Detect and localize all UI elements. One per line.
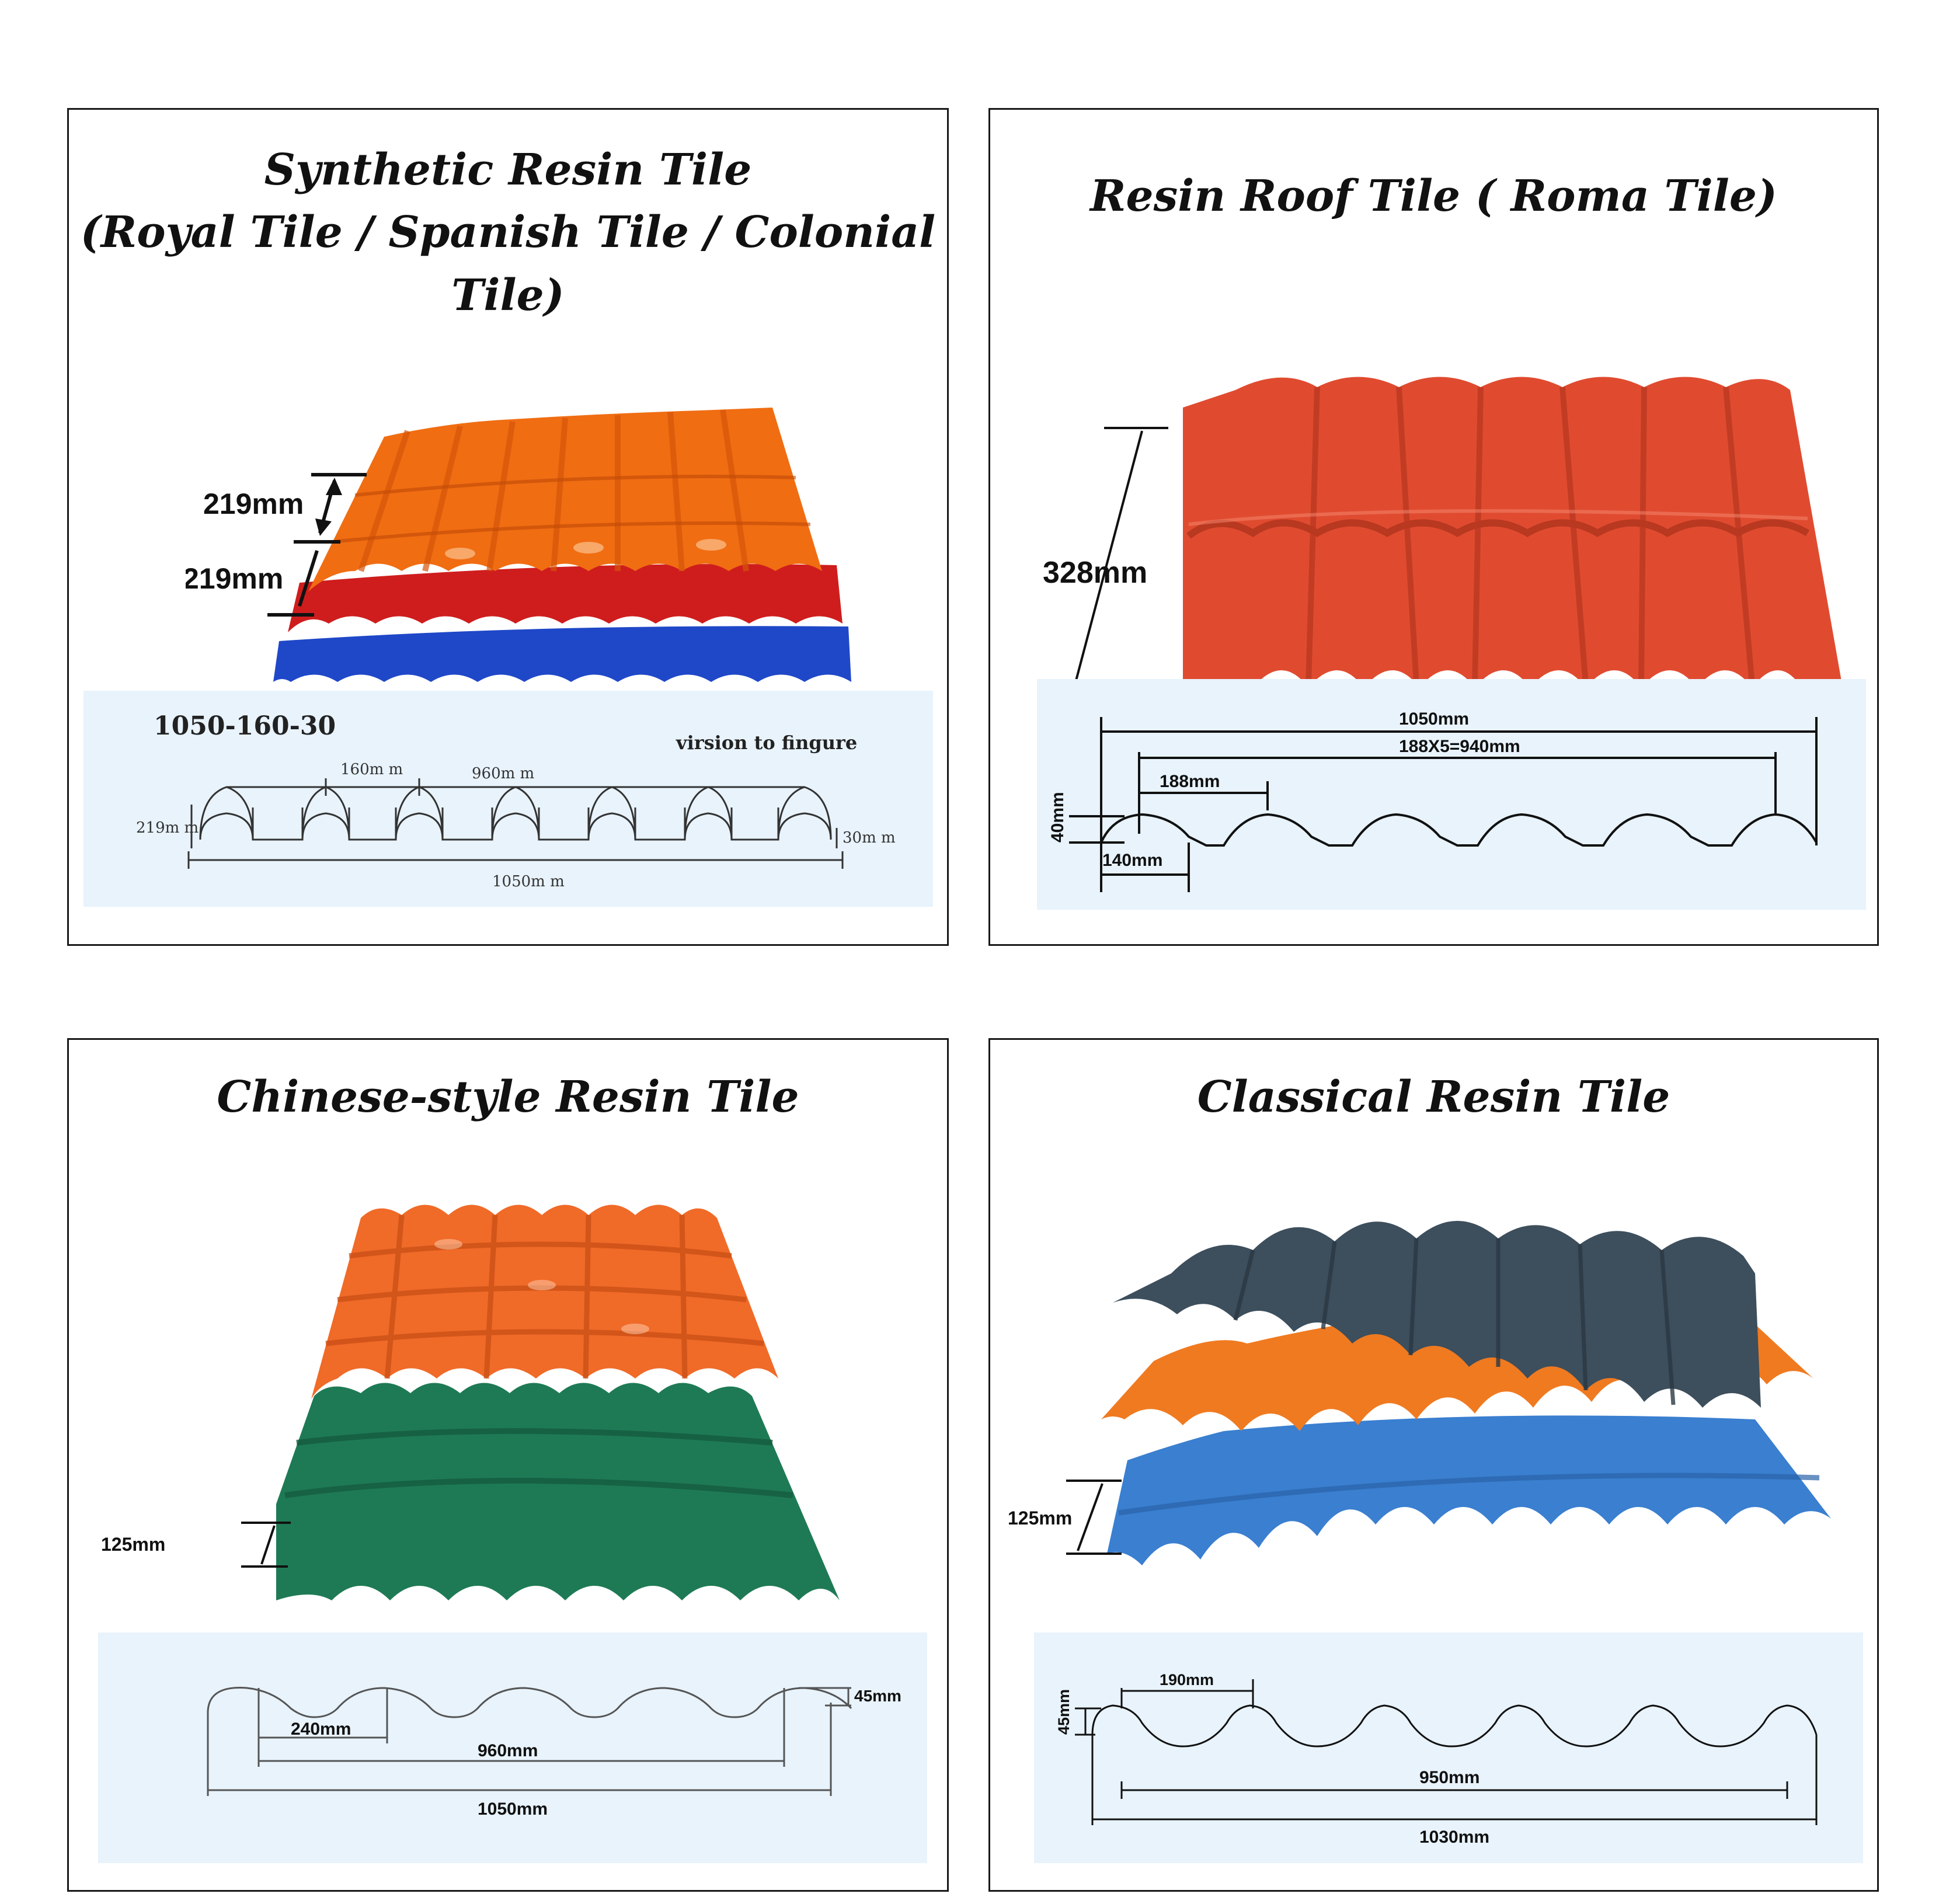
tile-photo: 125mm bbox=[1008, 1221, 1831, 1565]
panel-chinese-style-tile: Chinese-style Resin Tile 12 bbox=[67, 1038, 949, 1892]
panel-synthetic-resin-tile: Synthetic Resin Tile (Royal Tile / Spani… bbox=[67, 108, 949, 946]
model-code: 1050-160-30 bbox=[154, 711, 336, 741]
tile-photo: 328mm bbox=[1043, 377, 1843, 689]
row-height-label-b: 219mm bbox=[186, 562, 283, 595]
pitch-label: 188mm bbox=[1160, 772, 1220, 791]
profile-drawing: 1050-160-30 virsion to fingure bbox=[136, 711, 896, 890]
blue-tile-sheet bbox=[273, 626, 851, 682]
orange-tile-sheet bbox=[311, 1205, 778, 1399]
panel-title: Resin Roof Tile ( Roma Tile) bbox=[1090, 171, 1777, 221]
tile-profile-line bbox=[199, 786, 832, 841]
tile-photo: 125mm bbox=[101, 1205, 840, 1600]
spec-drawing-panel: 1050-160-30 virsion to fingure bbox=[83, 691, 933, 907]
red-roma-sheet bbox=[1183, 377, 1843, 688]
inner-width-label: 960mm bbox=[478, 1741, 538, 1760]
spec-drawing-panel: 1050mm 188X5=940mm 188mm 40mm 140mm bbox=[1037, 679, 1866, 910]
depth-label: 30m m bbox=[843, 829, 896, 847]
height-label: 45mm bbox=[1055, 1689, 1073, 1735]
total-width-label: 1050mm bbox=[478, 1799, 548, 1819]
total-width-label: 1050mm bbox=[1399, 709, 1469, 729]
height-label: 219m m bbox=[136, 819, 199, 837]
total-width-label: 1050m m bbox=[492, 873, 565, 890]
spec-drawing-panel: 45mm 240mm 960mm 1050mm bbox=[98, 1633, 927, 1863]
inner-width-label: 950mm bbox=[1419, 1768, 1479, 1787]
depth-label: 45mm bbox=[854, 1687, 901, 1705]
panel-title: Classical Resin Tile bbox=[1197, 1072, 1670, 1122]
blue-tile-sheet bbox=[1107, 1415, 1831, 1565]
tile-profile-line bbox=[1100, 813, 1818, 847]
title-line-1: Synthetic Resin Tile bbox=[264, 145, 752, 195]
panel-classical-tile: Classical Resin Tile 125mm bbox=[988, 1038, 1879, 1892]
row-height-label-a: 219mm bbox=[203, 488, 304, 520]
profile-drawing: 1050mm 188X5=940mm 188mm 40mm 140mm bbox=[1048, 709, 1818, 892]
orange-tile-sheet bbox=[308, 408, 822, 591]
row-height-label: 125mm bbox=[1008, 1508, 1072, 1529]
dark-tile-sheet bbox=[1113, 1221, 1761, 1408]
row-height-label: 125mm bbox=[101, 1534, 165, 1555]
panel-title: Chinese-style Resin Tile bbox=[217, 1072, 799, 1122]
height-label: 40mm bbox=[1048, 792, 1067, 843]
bottom-width-label: 140mm bbox=[1102, 851, 1162, 870]
inner-width-label: 960m m bbox=[472, 765, 534, 782]
profile-drawing: 45mm 240mm 960mm 1050mm bbox=[207, 1687, 901, 1819]
red-tile-sheet bbox=[288, 564, 843, 632]
profile-drawing: 190mm 45mm 950mm 1030mm bbox=[1055, 1671, 1818, 1847]
spec-drawing-panel: 190mm 45mm 950mm 1030mm bbox=[1034, 1633, 1863, 1863]
panel-title: Synthetic Resin Tile (Royal Tile / Spani… bbox=[69, 139, 947, 327]
pitch-label: 190mm bbox=[1160, 1671, 1214, 1689]
tile-profile-line bbox=[1091, 1704, 1818, 1748]
panel-roma-tile: Resin Roof Tile ( Roma Tile) 328mm bbox=[988, 108, 1879, 946]
pitch-label: 240mm bbox=[291, 1719, 351, 1739]
tile-profile-line bbox=[207, 1687, 852, 1718]
total-width-label: 1030mm bbox=[1419, 1828, 1489, 1847]
drawing-note: virsion to fingure bbox=[676, 732, 857, 754]
row-height-label: 328mm bbox=[1043, 556, 1147, 590]
pitch-label: 160m m bbox=[340, 761, 403, 778]
title-line-2: (Royal Tile / Spanish Tile / Colonial Ti… bbox=[80, 207, 936, 321]
inner-width-label: 188X5=940mm bbox=[1399, 737, 1520, 756]
